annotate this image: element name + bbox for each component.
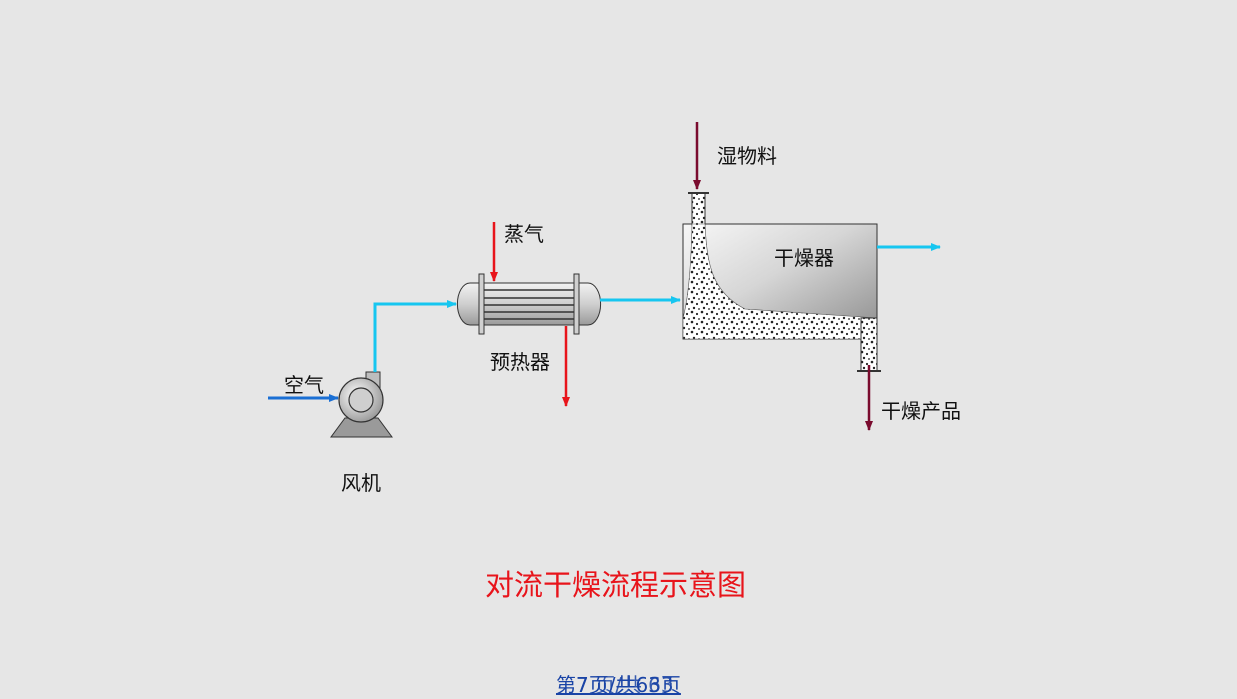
wet-material-label: 湿物料 [717,144,777,168]
air-duct-to-preheater [373,300,457,372]
page-indicator-text: 第7页/共63页 [556,673,681,697]
page-indicator-link[interactable]: 第7页/共63页 7 页/共 63 [556,669,681,698]
air-label: 空气 [284,373,324,397]
diagram-title: 对流干燥流程示意图 [485,568,747,602]
preheater-label: 预热器 [490,350,550,374]
dryer-icon [682,192,881,372]
preheater-icon [456,273,602,335]
page-indicator-overlay: 7 页/共 63 [576,673,674,697]
fan-icon [330,371,393,438]
steam-label: 蒸气 [504,222,544,246]
dry-product-label: 干燥产品 [881,399,961,423]
fan-label: 风机 [341,471,381,495]
dryer-label: 干燥器 [774,246,834,270]
